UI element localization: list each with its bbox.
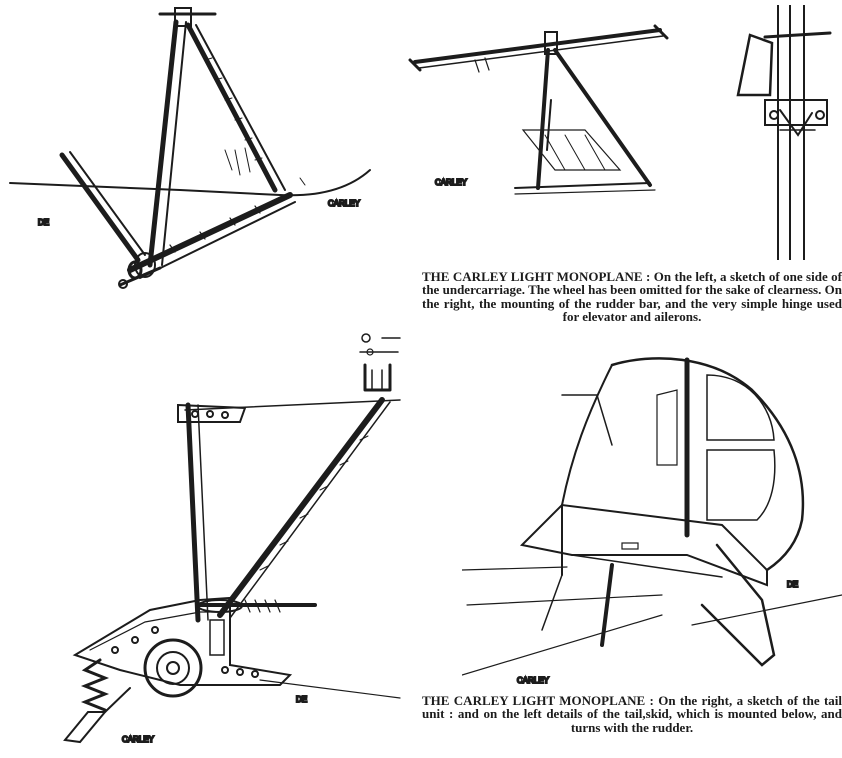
tail-unit-sketch: CARLEY DE	[462, 355, 842, 685]
caption-bottom: THE CARLEY LIGHT MONOPLANE : On the righ…	[422, 694, 842, 734]
initials-signature-3: DE	[296, 695, 307, 704]
caption-top-body: On the left, a sketch of one side of the…	[422, 269, 842, 325]
initials-signature-4: DE	[787, 580, 798, 589]
caption-top: THE CARLEY LIGHT MONOPLANE : On the left…	[422, 270, 842, 324]
carley-signature-3: CARLEY	[122, 735, 155, 744]
undercarriage-sketch: CARLEY DE	[0, 0, 380, 295]
initials-signature: DE	[38, 218, 49, 227]
hinge-sketch	[730, 5, 840, 260]
tail-skid-sketch: CARLEY DE	[60, 330, 420, 755]
caption-top-title: THE CARLEY LIGHT MONOPLANE :	[422, 269, 651, 284]
carley-signature-2: CARLEY	[435, 178, 468, 187]
caption-bottom-body: On the right, a sketch of the tail unit …	[422, 693, 842, 735]
carley-signature: CARLEY	[328, 199, 361, 208]
carley-signature-4: CARLEY	[517, 676, 550, 685]
rudder-bar-sketch: CARLEY DE	[405, 20, 670, 200]
caption-bottom-title: THE CARLEY LIGHT MONOPLANE :	[422, 693, 654, 708]
